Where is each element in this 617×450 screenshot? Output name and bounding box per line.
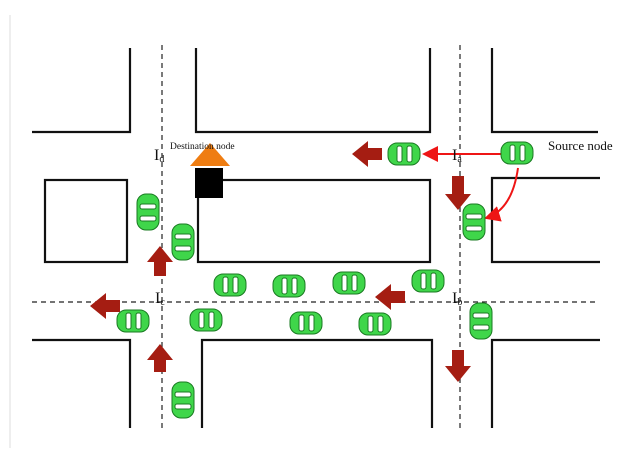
top-right-block-edge — [490, 48, 598, 134]
top-left-block-edge — [32, 48, 132, 134]
intersection-d-label: Id — [154, 147, 164, 165]
destination-block — [195, 168, 223, 198]
intersection-c-label: Ic — [155, 290, 165, 308]
bottom-right-block-edge — [490, 338, 600, 428]
car-icon — [358, 312, 392, 336]
intersection-a-label: Ia — [452, 147, 462, 165]
car-icon — [189, 308, 223, 332]
car-icon — [213, 273, 247, 297]
destination-node-label: Destination node — [170, 142, 235, 152]
center-middle-block — [196, 178, 432, 264]
car-icon — [171, 223, 195, 261]
car-icon — [469, 302, 493, 340]
lane-markings — [32, 45, 598, 430]
car-icon — [272, 274, 306, 298]
house-icon — [190, 143, 230, 166]
car-icon — [289, 311, 323, 335]
traffic-arrows — [90, 141, 471, 382]
labels: Source node Destination node Id Ia Ic Ib — [154, 138, 613, 308]
car-icon — [332, 271, 366, 295]
road-network — [32, 48, 600, 428]
arrow-icon — [147, 344, 173, 372]
right-middle-block-edge — [490, 176, 600, 264]
intersection-b-label: Ib — [452, 290, 462, 308]
car-icon — [500, 141, 534, 165]
top-middle-block-edge — [194, 48, 432, 134]
arrow-icon — [445, 350, 471, 382]
car-icon — [171, 381, 195, 419]
car-icon — [116, 309, 150, 333]
bottom-left-block-edge — [32, 338, 132, 428]
vehicles — [116, 141, 534, 419]
left-middle-block — [43, 178, 129, 264]
route-arrow-to-right-lane-car — [484, 167, 519, 222]
destination-node — [190, 143, 230, 198]
source-node-label: Source node — [548, 138, 613, 153]
arrow-icon — [147, 246, 173, 276]
arrow-icon — [375, 284, 405, 310]
bottom-middle-block-edge — [200, 338, 434, 428]
car-icon — [136, 193, 160, 231]
car-icon — [411, 269, 445, 293]
car-icon — [462, 203, 486, 241]
arrow-icon — [352, 141, 382, 167]
route-path — [422, 146, 519, 222]
arrow-icon — [90, 293, 120, 319]
arrow-icon — [445, 176, 471, 210]
car-icon — [387, 142, 421, 166]
